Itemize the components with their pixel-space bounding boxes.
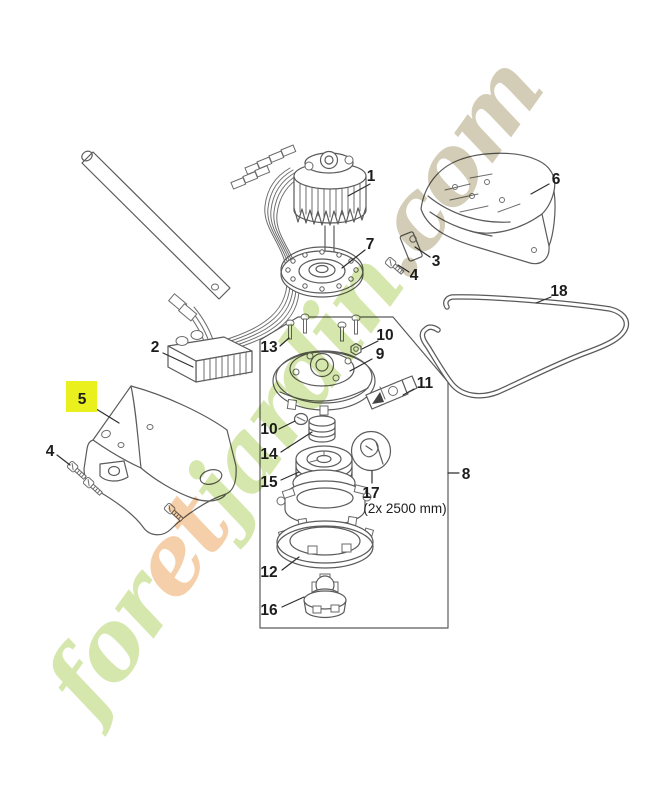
callout-13: 13 — [260, 339, 278, 356]
screws-4-bottom — [66, 461, 184, 522]
motor-assembly — [293, 150, 367, 267]
wire-connectors — [167, 144, 297, 322]
callout-16: 16 — [260, 602, 278, 619]
warning-sticker — [365, 375, 418, 410]
leader-lines — [56, 183, 552, 608]
line-spool-icon — [350, 430, 392, 472]
callout-10-top: 10 — [376, 327, 393, 344]
callout-labels: 1 2 3 4 4 6 7 8 9 10 10 11 12 13 14 15 1… — [46, 168, 568, 619]
housing-cover — [420, 152, 556, 265]
motor-housing-shell — [83, 385, 237, 536]
head-housing — [276, 480, 372, 526]
spring — [308, 415, 336, 443]
line-length-note: (2x 2500 mm) — [363, 501, 446, 516]
highlight-part-5[interactable]: 5 — [66, 381, 97, 412]
callout-7: 7 — [366, 236, 375, 253]
callout-3: 3 — [432, 253, 441, 270]
highlight-box — [66, 381, 97, 412]
knob-cap — [303, 573, 347, 619]
wiring-harness — [167, 144, 303, 356]
callout-15: 15 — [260, 474, 278, 491]
callout-10-lower: 10 — [260, 421, 277, 438]
callout-11: 11 — [417, 375, 434, 392]
callout-4-top: 4 — [410, 267, 419, 284]
base-cover — [276, 515, 375, 569]
screw-4-top — [384, 257, 405, 275]
dome-cover — [272, 350, 376, 416]
callout-14: 14 — [260, 446, 278, 463]
callout-18: 18 — [550, 283, 568, 300]
callout-8: 8 — [462, 466, 471, 483]
shaft-tube — [81, 150, 231, 300]
callout-4-bottom: 4 — [46, 443, 55, 460]
screws-13 — [285, 313, 361, 342]
control-module — [167, 330, 253, 383]
callout-6: 6 — [552, 171, 561, 188]
callout-17: 17 — [362, 485, 379, 502]
nut-10 — [350, 342, 362, 356]
callout-12: 12 — [260, 564, 277, 581]
rotor-disc — [280, 246, 364, 298]
callout-9: 9 — [376, 346, 385, 363]
callout-2: 2 — [151, 339, 160, 356]
deflector-loop — [419, 294, 630, 399]
callout-1: 1 — [367, 168, 376, 185]
clamp-clip — [399, 231, 423, 262]
callout-5[interactable]: 5 — [78, 391, 87, 408]
washer-10 — [293, 412, 309, 426]
